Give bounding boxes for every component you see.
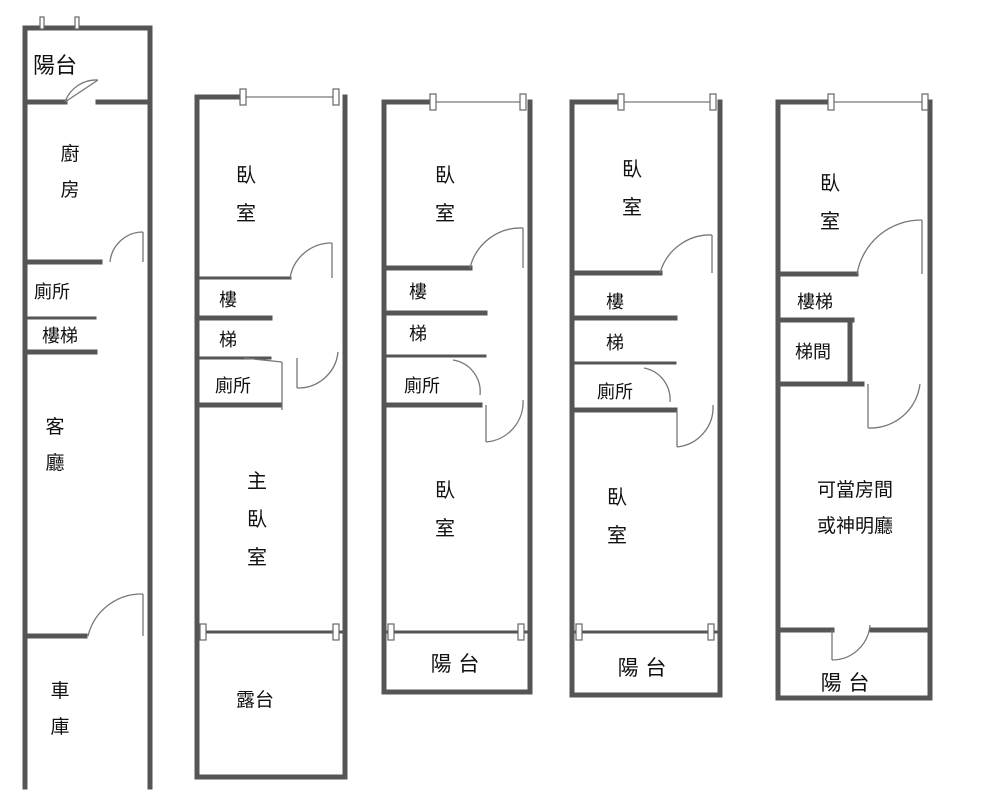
- floorplan-floor5: 臥室 樓梯 梯間 可當房間或神明廳 陽 台: [775, 93, 933, 701]
- room-label-garage: 車庫: [50, 680, 69, 738]
- room-label-shrine: 可當房間或神明廳: [817, 479, 893, 537]
- doors: [64, 79, 144, 637]
- doors: [831, 219, 923, 661]
- room-label-stairs: 樓梯: [42, 326, 78, 347]
- room-label-bedroom: 臥室: [820, 171, 840, 233]
- floorplan-floor4: 臥室 樓 梯 廁所 臥室 陽 台: [569, 93, 723, 698]
- room-label-toilet: 廁所: [404, 375, 440, 397]
- room-label-stair2: 梯: [409, 324, 427, 345]
- floorplan-floor2: 臥室 樓 梯 廁所 主臥室 露台: [194, 88, 348, 780]
- walls: [22, 25, 153, 790]
- room-label-stair1: 樓: [409, 282, 427, 303]
- room-label-bedroom-back: 臥室: [435, 478, 455, 540]
- floorplan-floor1: 陽台 廚房 廁所 樓梯 客廳 車庫: [22, 16, 153, 790]
- doors: [643, 234, 714, 448]
- walls: [381, 99, 533, 695]
- room-label-balcony: 陽台: [33, 54, 77, 79]
- windows: [39, 16, 80, 30]
- room-label-stair1: 樓: [219, 290, 237, 311]
- windows: [827, 93, 929, 111]
- windows: [199, 88, 340, 641]
- room-label-bedroom-front: 臥室: [622, 157, 642, 219]
- windows: [575, 93, 717, 641]
- room-label-bedroom-back: 臥室: [607, 485, 627, 547]
- room-label-master: 主臥室: [247, 469, 267, 569]
- floorplan-floor3: 臥室 樓 梯 廁所 臥室 陽 台: [381, 93, 533, 695]
- room-label-toilet: 廁所: [215, 375, 251, 397]
- room-label-stairwell: 梯間: [795, 342, 831, 363]
- room-label-living: 客廳: [45, 416, 64, 474]
- room-label-stair1: 樓: [606, 292, 624, 313]
- walls: [194, 94, 348, 780]
- doors: [243, 242, 339, 410]
- room-label-kitchen: 廚房: [60, 142, 79, 201]
- windows: [387, 93, 527, 641]
- walls: [569, 99, 723, 698]
- room-label-bedroom: 臥室: [236, 163, 256, 225]
- room-label-balcony: 陽 台: [821, 671, 870, 695]
- room-label-stairs: 樓梯: [797, 292, 833, 313]
- room-label-balcony: 陽 台: [618, 656, 667, 680]
- doors: [452, 227, 524, 443]
- room-label-stair2: 梯: [219, 330, 237, 351]
- room-label-balcony: 陽 台: [431, 652, 480, 676]
- walls: [775, 99, 933, 701]
- room-label-stair2: 梯: [606, 333, 624, 354]
- room-label-toilet: 廁所: [597, 381, 633, 403]
- room-label-bedroom-front: 臥室: [435, 163, 455, 225]
- room-label-toilet: 廁所: [34, 281, 70, 303]
- room-label-terrace: 露台: [236, 689, 274, 711]
